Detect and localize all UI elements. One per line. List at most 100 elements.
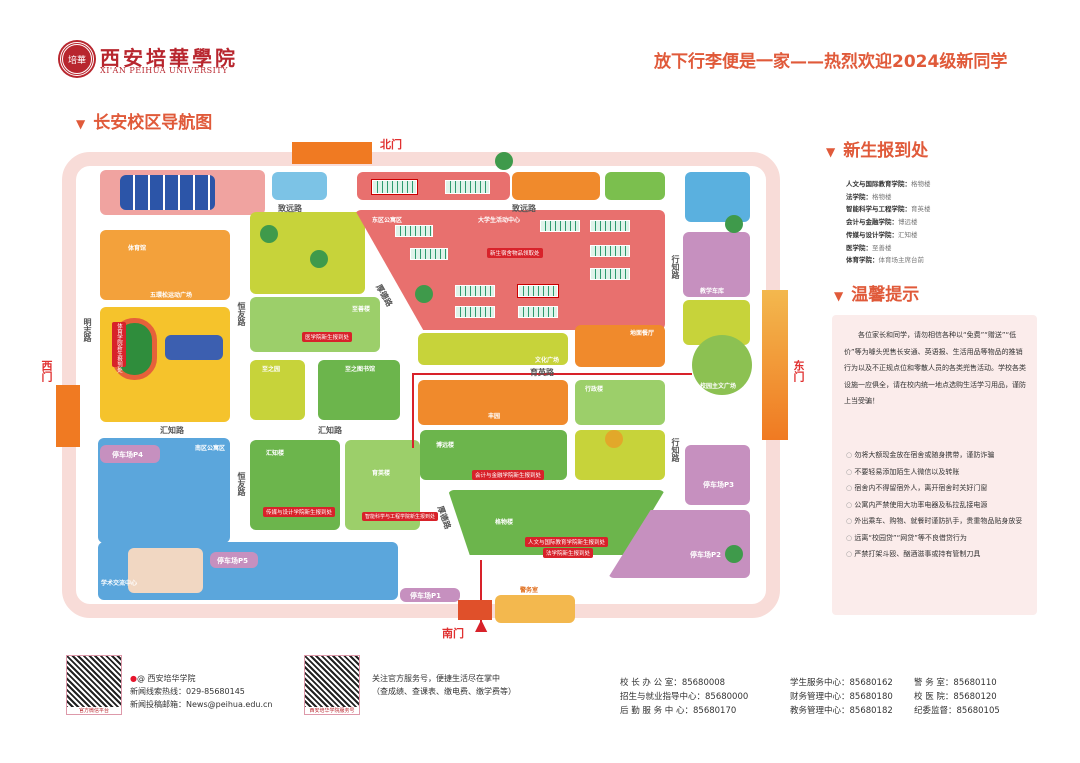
supplies-tag: 新生宿舍物品领取处	[487, 248, 543, 258]
sports-square-label: 五環松运动广场	[150, 292, 193, 299]
triangle-icon: ▼	[76, 117, 86, 131]
road-label: 行知路	[671, 438, 680, 462]
contact-item: 校 医 院：85680120	[914, 690, 1024, 704]
medicine-block	[250, 297, 380, 352]
contact-item: 警 务 室：85680110	[914, 676, 1024, 690]
parking-p1-label: 停车场P1	[410, 592, 442, 600]
main-square-label: 校园主文广场	[700, 383, 737, 390]
road-label: 汇知路	[160, 426, 184, 435]
tree	[260, 225, 278, 243]
tree	[415, 285, 433, 303]
qr-caption: 西安培华学院服务号	[305, 707, 359, 714]
contact-name: 校 医 院：	[914, 692, 954, 702]
ring-road	[62, 152, 780, 618]
admin-block	[575, 380, 665, 425]
weibo-account[interactable]: ●@ 西安培华学院	[130, 672, 273, 685]
service-qr-code[interactable]: 西安培华学院服务号	[304, 655, 360, 715]
accounting-tag: 会计与金融学院新生报到处	[472, 470, 545, 480]
tip-item: 勿将大额现金放在宿舍或随身携带，谨防诈骗	[846, 447, 1028, 464]
college: 人文与国际教育学院：	[846, 180, 911, 188]
hengyou-building	[165, 335, 223, 360]
exchange-center-building	[128, 548, 203, 593]
teaching-parking-label: 教学车库	[700, 288, 725, 295]
map-title: ▼ 长安校区导航图	[76, 108, 212, 133]
dorm-building	[371, 179, 418, 195]
college: 法学院：	[846, 192, 872, 201]
place: 体育场主席台前	[878, 256, 925, 265]
place: 汇知楼	[898, 230, 918, 239]
place: 博远楼	[898, 218, 918, 227]
registration-item: 智能科学与工程学院：育英楼	[846, 203, 931, 216]
college: 会计与金融学院：	[846, 218, 898, 227]
north-canteen	[512, 172, 600, 200]
library-block	[318, 360, 400, 420]
tree	[605, 430, 623, 448]
contact-item: 纪委监督：85680105	[914, 704, 1024, 718]
road-label: 明志路	[83, 318, 92, 342]
route-line	[412, 373, 692, 375]
teaching-parking	[683, 232, 750, 297]
exchange-label: 学术交流中心	[101, 580, 138, 587]
ai-tag: 智能科学与工程学院新生报到处	[362, 512, 439, 521]
pe-tag: 体育学院新生报到处	[112, 322, 126, 373]
registration-item: 会计与金融学院：博远楼	[846, 216, 931, 229]
qr-caption: 官方微信平台	[67, 707, 121, 714]
follow-text: 关注官方服务号，便捷生活尽在掌中	[372, 674, 500, 683]
east-gate-building	[762, 290, 788, 440]
hotline: 新闻线索热线：029-85680145	[130, 687, 245, 696]
gym-block	[100, 230, 230, 300]
tip-item: 严禁打架斗殴、酗酒滋事或持有管制刀具	[846, 546, 1028, 563]
huizhi-label: 汇知楼	[266, 450, 285, 457]
registration-item: 人文与国际教育学院：格物楼	[846, 178, 931, 191]
contact-phone: 85680162	[849, 678, 893, 688]
parking-p3-label: 停车场P3	[703, 481, 735, 489]
dorm-building	[455, 306, 495, 318]
tips-paragraph: 各位家长和同学，请勿相信各种以“免费”“赠送”“低价”等为噱头兜售长安通、英语报…	[844, 331, 1026, 405]
tip-item: 宿舍内不得留宿外人，离开宿舍时关好门窗	[846, 480, 1028, 497]
culture-square-label: 文化广场	[535, 357, 560, 364]
blue-field	[685, 172, 750, 222]
boyuan-label: 博远楼	[436, 442, 455, 449]
dorm-building	[517, 284, 559, 298]
registration-item: 体育学院：体育场主席台前	[846, 254, 931, 267]
registration-title-text: 新生报到处	[843, 141, 929, 161]
contact-name: 招生与就业指导中心：	[620, 692, 706, 702]
place: 至善楼	[872, 243, 892, 252]
tip-item: 公寓内严禁使用大功率电器及私拉乱接电源	[846, 497, 1028, 514]
west-gate-label: 西门	[40, 360, 53, 382]
dorm-building	[410, 248, 448, 260]
parking-p1	[400, 588, 460, 602]
map-title-text: 长安校区导航图	[93, 113, 213, 133]
contact-item: 后 勤 服 务 中 心：85680170	[620, 704, 790, 718]
registration-title: ▼ 新生报到处	[826, 136, 928, 161]
contact-phone: 85680120	[953, 692, 997, 702]
dorm-building	[590, 268, 630, 280]
tip-item: 不要轻易添加陌生人微信以及转账	[846, 464, 1028, 481]
contact-name: 校 长 办 公 室：	[620, 678, 682, 688]
law-tag: 法学院新生报到处	[543, 548, 594, 558]
admin-label: 行政楼	[585, 386, 604, 393]
wechat-qr-code[interactable]: 官方微信平台	[66, 655, 122, 715]
culture-square	[418, 333, 568, 365]
parking-p5-label: 停车场P5	[217, 557, 249, 565]
contact-phone: 85680105	[956, 706, 1000, 716]
college: 智能科学与工程学院：	[846, 205, 911, 214]
guard-building	[495, 595, 575, 623]
road-label: 致远路	[512, 204, 536, 213]
triangle-icon: ▼	[826, 145, 836, 159]
tree	[725, 545, 743, 563]
contact-item: 校 长 办 公 室：85680008	[620, 676, 790, 690]
dorm-building	[590, 245, 630, 257]
tips-list: 勿将大额现金放在宿舍或随身携带，谨防诈骗 不要轻易添加陌生人微信以及转账 宿舍内…	[846, 447, 1028, 563]
place: 育英楼	[911, 205, 931, 214]
contact-phone: 85680180	[849, 692, 893, 702]
service-center	[272, 172, 327, 200]
humanities-tag: 人文与国际教育学院新生报到处	[525, 537, 609, 547]
contact-name: 纪委监督：	[914, 706, 957, 716]
email[interactable]: 新闻投稿邮箱：News@peihua.edu.cn	[130, 700, 273, 709]
college: 体育学院：	[846, 256, 879, 265]
contact-phone: 85680182	[849, 706, 893, 716]
college: 传媒与设计学院：	[846, 230, 898, 239]
service-info: 关注官方服务号，便捷生活尽在掌中 （查成绩、查课表、缴电费、缴学费等）	[372, 672, 516, 698]
zhizhi-garden-label: 至之园	[262, 366, 281, 373]
